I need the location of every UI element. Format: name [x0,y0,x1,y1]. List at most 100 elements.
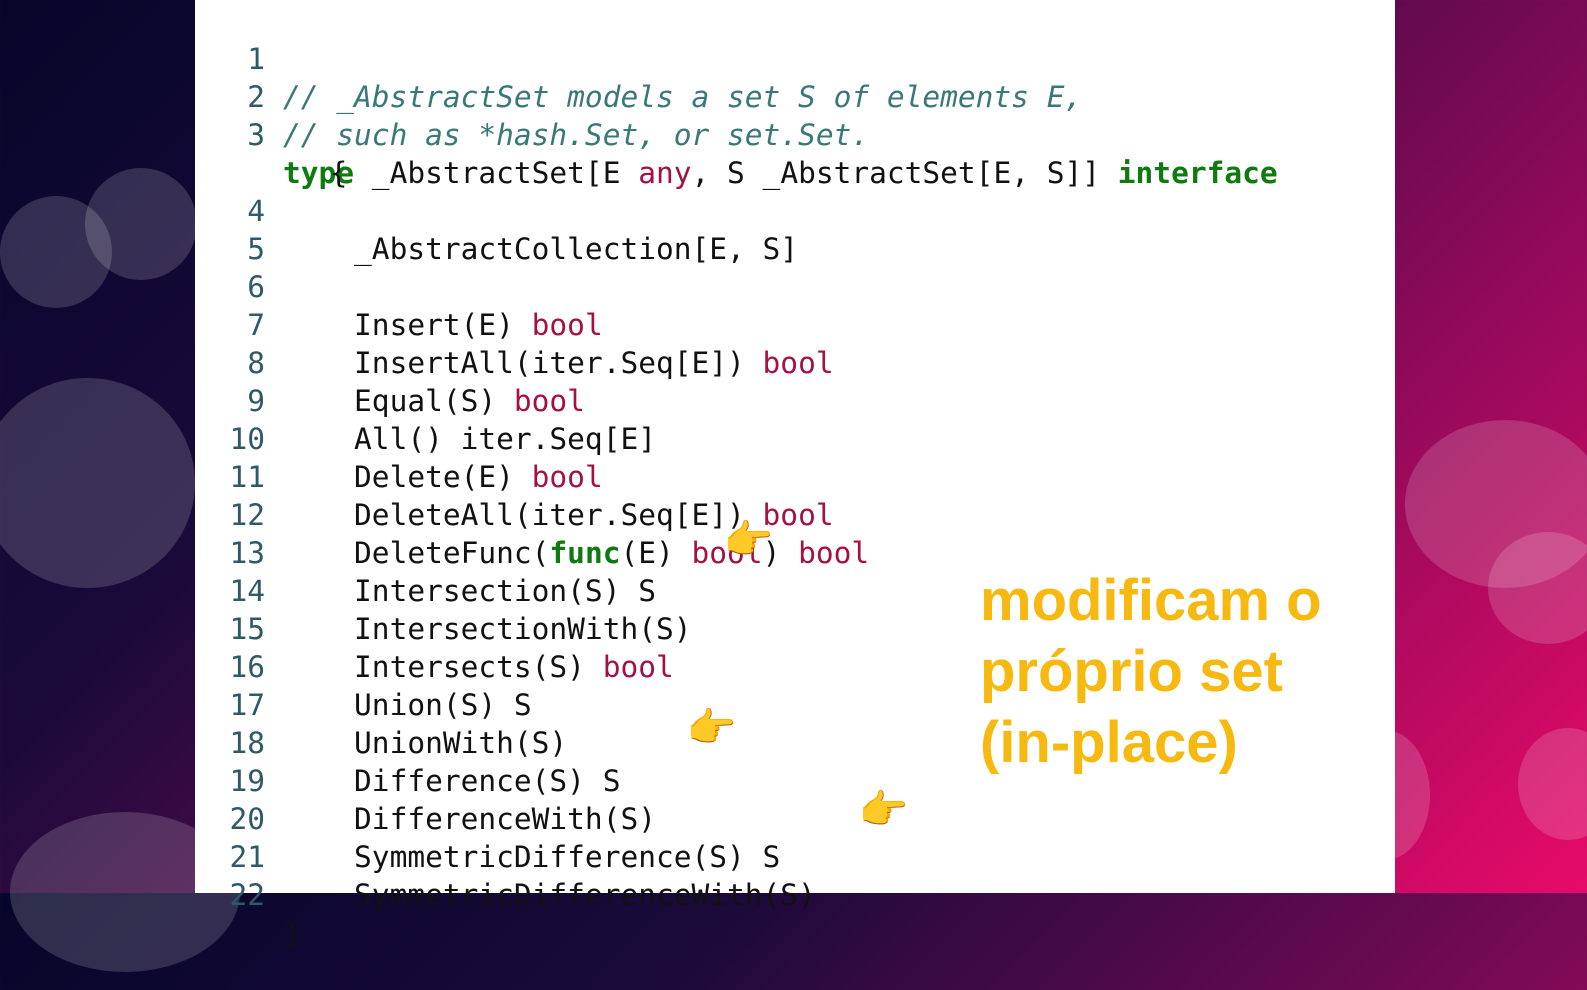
code-comment: // _AbstractSet models a set S of elemen… [283,80,1083,114]
background-bubble [1405,420,1587,588]
line-number: 6 [247,270,265,304]
code-line: 16 Union(S) S [195,610,1395,722]
line-number: 19 [229,764,265,798]
line-number: 15 [229,612,265,646]
param-type: bool [691,536,763,570]
code-line: 1 // _AbstractSet models a set S of elem… [195,2,1395,114]
code-line: 9 All() iter.Seq[E] [195,344,1395,456]
background-bubble [0,378,195,588]
method-signature: UnionWith(S) [283,726,568,760]
method-signature: IntersectionWith(S) [283,612,692,646]
code-text: type _AbstractSet[E any, S _AbstractSet[… [283,154,1278,192]
keyword-interface: interface [1117,156,1278,190]
code-text: _AbstractCollection[E, S] [283,232,799,266]
line-number: 22 [229,878,265,912]
code-line: 22 } [195,838,1395,950]
line-number: 3 [247,118,265,152]
code-text: DeleteAll(iter.Seq[E]) bool [283,496,834,534]
code-text: (E) [620,536,692,570]
method-signature: Intersects(S) [283,650,603,684]
code-line: 21 SymmetricDifferenceWith(S) [195,800,1395,912]
code-line: 5 [195,192,1395,266]
code-line: 17 UnionWith(S) [195,648,1395,760]
return-type: bool [762,346,834,380]
line-number: 11 [229,460,265,494]
line-number: 12 [229,498,265,532]
code-line: 14 IntersectionWith(S) [195,534,1395,646]
return-type: bool [531,460,603,494]
background-bubble [1488,532,1587,644]
callout-line: próprio set [980,639,1283,704]
code-line: 11 DeleteAll(iter.Seq[E]) bool [195,420,1395,532]
code-text: InsertAll(iter.Seq[E]) bool [283,344,834,382]
keyword-func: func [549,536,621,570]
line-number: 13 [229,536,265,570]
return-type: bool [531,308,603,342]
line-number: 4 [247,194,265,228]
line-number: 5 [247,232,265,266]
line-number: 16 [229,650,265,684]
code-text: ) [762,536,799,570]
method-signature: DeleteFunc( [283,536,550,570]
method-signature: Delete(E) [283,460,532,494]
code-text: Equal(S) bool [283,382,585,420]
pointing-hand-icon: 👈 [688,705,738,751]
code-text: DeleteFunc(func(E) bool) bool [283,534,869,572]
background-bubble [85,168,197,280]
in-place-callout: modificam o próprio set (in-place) [980,565,1380,778]
return-type: bool [513,384,585,418]
code-line: 20 SymmetricDifference(S) S [195,762,1395,874]
code-text: , S _AbstractSet[E, S]] [691,156,1118,190]
type-any: any [638,156,692,190]
line-number: 20 [229,802,265,836]
code-line: 2 // such as *hash.Set, or set.Set. [195,40,1395,152]
code-line: 8 Equal(S) bool [195,306,1395,418]
method-signature: InsertAll(iter.Seq[E]) [283,346,763,380]
method-signature: DeleteAll(iter.Seq[E]) [283,498,763,532]
code-line: 7 InsertAll(iter.Seq[E]) bool [195,268,1395,380]
keyword-type: type [283,156,355,190]
background-bubble [1518,728,1587,840]
line-number: 17 [229,688,265,722]
line-number: 21 [229,840,265,874]
method-signature: Difference(S) S [283,764,621,798]
code-line: 19 DifferenceWith(S) [195,724,1395,836]
line-number: 8 [247,346,265,380]
code-text: Intersects(S) bool [283,648,674,686]
return-type: bool [798,536,870,570]
code-line: 18 Difference(S) S [195,686,1395,798]
pointing-hand-icon: 👈 [725,517,775,563]
pointing-hand-icon: 👈 [860,787,910,833]
code-line: 6 Insert(E) bool [195,230,1395,342]
line-number: 1 [247,42,265,76]
code-text: { [329,156,348,190]
line-number: 7 [247,308,265,342]
return-type: bool [762,498,834,532]
method-signature: SymmetricDifferenceWith(S) [283,878,816,912]
code-line: 13 Intersection(S) S [195,496,1395,608]
code-text: _AbstractSet[E [354,156,639,190]
method-signature: All() iter.Seq[E] [283,422,656,456]
line-number: 10 [229,422,265,456]
code-line-wrap: { [195,116,1395,190]
code-text: Insert(E) bool [283,306,603,344]
slide-panel: 1 // _AbstractSet models a set S of elem… [195,0,1395,950]
method-signature: Union(S) S [283,688,532,722]
method-signature: Equal(S) [283,384,514,418]
code-line: 4 _AbstractCollection[E, S] [195,154,1395,266]
method-signature: Insert(E) [283,308,532,342]
method-signature: DifferenceWith(S) [283,802,656,836]
code-text: } [283,916,301,950]
callout-line: (in-place) [980,710,1238,775]
line-number: 14 [229,574,265,608]
method-signature: Intersection(S) S [283,574,656,608]
line-number: 18 [229,726,265,760]
code-line: 15 Intersects(S) bool [195,572,1395,684]
code-line: 12 DeleteFunc(func(E) bool) bool [195,458,1395,570]
code-text: Delete(E) bool [283,458,603,496]
line-number: 9 [247,384,265,418]
method-signature: SymmetricDifference(S) S [283,840,781,874]
return-type: bool [602,650,674,684]
background-bubble [0,196,112,308]
code-comment: // such as *hash.Set, or set.Set. [283,118,870,152]
